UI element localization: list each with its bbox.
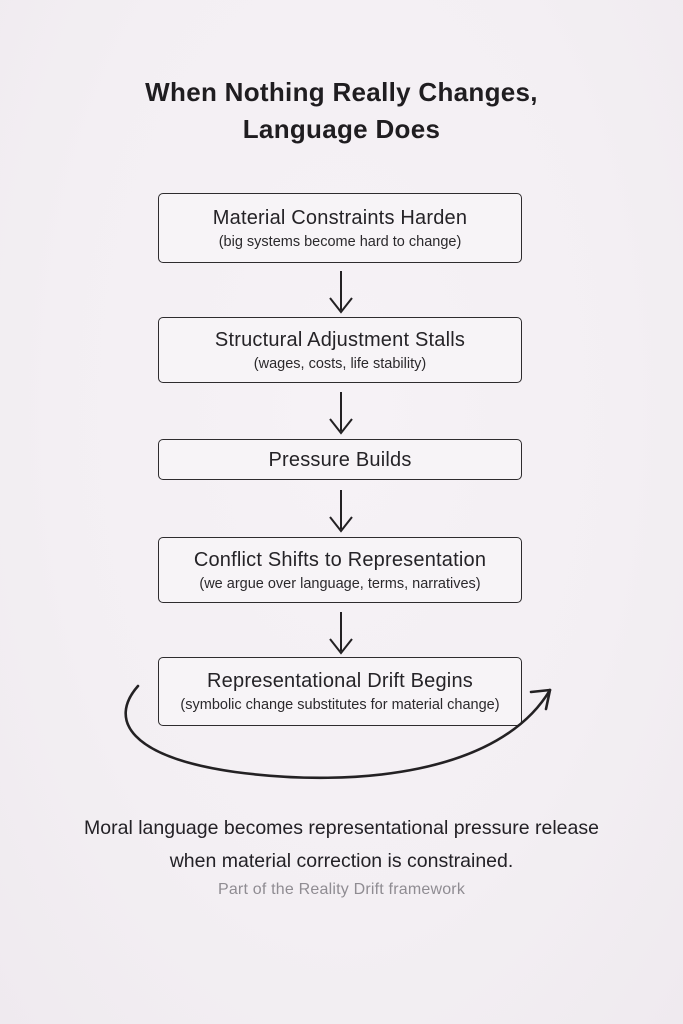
flow-step-box-4: Conflict Shifts to Representation (we ar… [158,537,522,603]
down-arrow-icon [329,392,353,435]
flow-step-1-sublabel: (big systems become hard to change) [218,233,462,250]
flow-step-box-2: Structural Adjustment Stalls (wages, cos… [158,317,522,383]
flow-step-2-label: Structural Adjustment Stalls [214,328,466,351]
flow-step-box-5: Representational Drift Begins (symbolic … [158,657,522,726]
flow-step-1-label: Material Constraints Harden [212,206,468,229]
summary-line1: Moral language becomes representational … [84,817,599,839]
loop-arrow-icon [124,684,552,780]
page-title: When Nothing Really Changes, Language Do… [0,74,683,148]
framework-attribution: Part of the Reality Drift framework [217,881,466,898]
page-title-line2: Language Does [242,114,441,144]
flow-step-4-label: Conflict Shifts to Representation [193,548,487,571]
page-title-line1: When Nothing Really Changes, [145,77,538,107]
flow-step-box-3: Pressure Builds [158,439,522,480]
down-arrow-icon [329,271,353,314]
flow-step-5-label: Representational Drift Begins [207,670,473,692]
summary-line2: when material correction is constrained. [169,850,514,872]
down-arrow-icon [329,490,353,533]
flow-step-box-1: Material Constraints Harden (big systems… [158,193,522,263]
flow-step-4-sublabel: (we argue over language, terms, narrativ… [199,575,481,592]
flow-step-5-sublabel: (symbolic change substitutes for materia… [180,697,500,713]
flow-step-2-sublabel: (wages, costs, life stability) [253,355,427,372]
flow-step-3-label: Pressure Builds [268,448,412,471]
summary-text: Moral language becomes representational … [0,812,683,878]
down-arrow-icon [329,612,353,655]
